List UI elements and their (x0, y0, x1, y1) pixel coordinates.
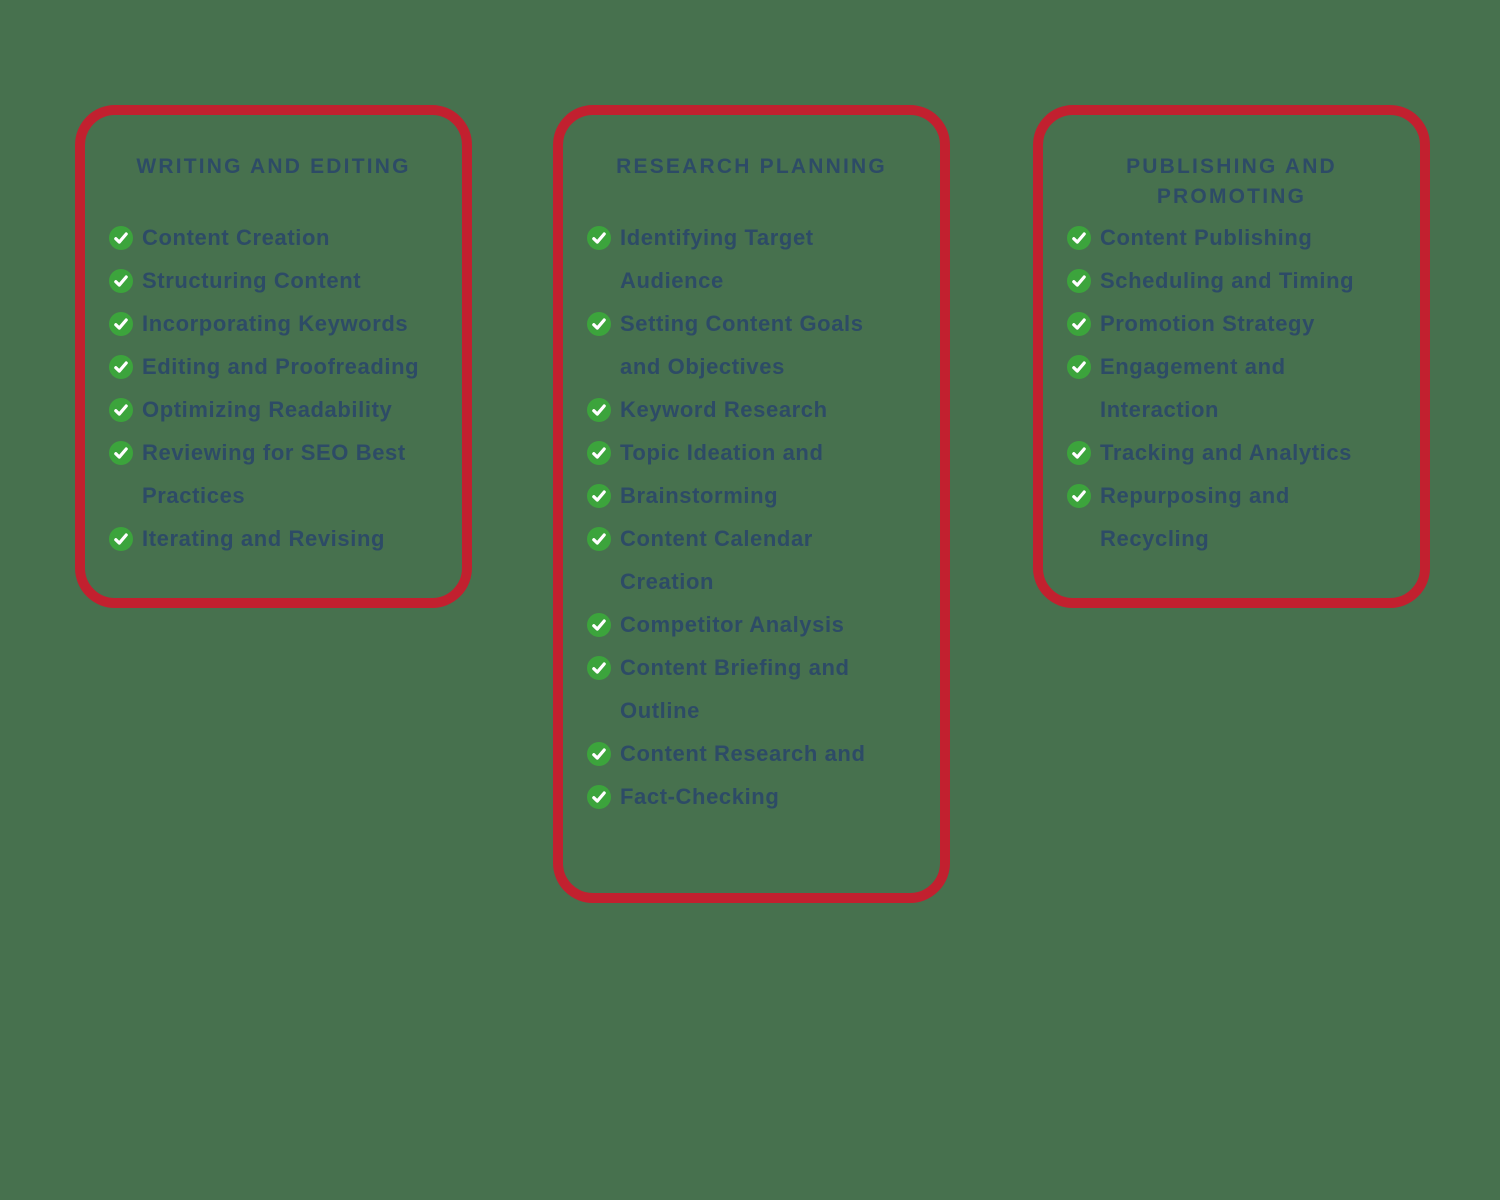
checklist-item: Identifying Target Audience (587, 216, 916, 302)
checklist-item-label: Fact-Checking (620, 784, 780, 809)
checklist-item-label: Content Creation (142, 225, 331, 250)
check-circle-icon (587, 656, 611, 680)
checklist-item: Optimizing Readability (109, 388, 438, 431)
checklist-item: Content Publishing (1067, 216, 1396, 259)
checklist-item-label: Content Calendar Creation (620, 526, 813, 594)
checklist-item-label: Iterating and Revising (142, 526, 386, 551)
checklist-item: Reviewing for SEO Best Practices (109, 431, 438, 517)
check-circle-icon (587, 484, 611, 508)
checklist-item-label: Tracking and Analytics (1100, 440, 1353, 465)
checklist-item-label: Setting Content Goals and Objectives (620, 311, 864, 379)
check-circle-icon (109, 312, 133, 336)
checklist-item-label: Identifying Target Audience (620, 225, 814, 293)
checklist-item: Content Creation (109, 216, 438, 259)
checklist-item-label: Optimizing Readability (142, 397, 393, 422)
checklist-item: Iterating and Revising (109, 517, 438, 560)
checklist-item: Content Calendar Creation (587, 517, 916, 603)
checklist-item-label: Reviewing for SEO Best Practices (142, 440, 406, 508)
checklist-item: Incorporating Keywords (109, 302, 438, 345)
checklist-item: Tracking and Analytics (1067, 431, 1396, 474)
card-title: RESEARCH PLANNING (616, 155, 887, 178)
checklist-item-label: Engagement and Interaction (1100, 354, 1286, 422)
checklist-item-label: Content Briefing and Outline (620, 655, 850, 723)
check-circle-icon (587, 226, 611, 250)
checklist-item-label: Editing and Proofreading (142, 354, 420, 379)
checklist-item: Brainstorming (587, 474, 916, 517)
check-circle-icon (587, 742, 611, 766)
check-circle-icon (587, 613, 611, 637)
card-research-planning: RESEARCH PLANNING Identifying Target Aud… (553, 105, 950, 903)
card-publishing-and-promoting: PUBLISHING AND PROMOTING Content Publish… (1033, 105, 1430, 608)
checklist-item: Setting Content Goals and Objectives (587, 302, 916, 388)
checklist-item: Topic Ideation and (587, 431, 916, 474)
check-circle-icon (1067, 441, 1091, 465)
check-circle-icon (109, 269, 133, 293)
check-circle-icon (587, 441, 611, 465)
checklist-item-label: Content Research and (620, 741, 866, 766)
checklist-item: Keyword Research (587, 388, 916, 431)
check-circle-icon (109, 398, 133, 422)
check-circle-icon (1067, 355, 1091, 379)
checklist-item-label: Repurposing and Recycling (1100, 483, 1290, 551)
checklist-item: Repurposing and Recycling (1067, 474, 1396, 560)
check-circle-icon (587, 527, 611, 551)
checklist-item: Engagement and Interaction (1067, 345, 1396, 431)
check-circle-icon (587, 398, 611, 422)
checklist-item: Promotion Strategy (1067, 302, 1396, 345)
check-circle-icon (109, 527, 133, 551)
checklist-item: Editing and Proofreading (109, 345, 438, 388)
checklist-item-label: Scheduling and Timing (1100, 268, 1355, 293)
checklist-item: Structuring Content (109, 259, 438, 302)
checklist-item-label: Brainstorming (620, 483, 779, 508)
check-circle-icon (109, 441, 133, 465)
checklist-item-label: Keyword Research (620, 397, 828, 422)
check-circle-icon (109, 355, 133, 379)
check-circle-icon (109, 226, 133, 250)
check-circle-icon (1067, 269, 1091, 293)
check-circle-icon (1067, 484, 1091, 508)
checklist-item: Competitor Analysis (587, 603, 916, 646)
card-title: PUBLISHING AND PROMOTING (1126, 155, 1337, 208)
checklist-item-label: Content Publishing (1100, 225, 1313, 250)
checklist-item: Content Briefing and Outline (587, 646, 916, 732)
checklist-item: Content Research and (587, 732, 916, 775)
card-title: WRITING AND EDITING (136, 155, 411, 178)
checklist-item: Scheduling and Timing (1067, 259, 1396, 302)
checklist-item-label: Incorporating Keywords (142, 311, 409, 336)
check-circle-icon (1067, 312, 1091, 336)
check-circle-icon (587, 785, 611, 809)
checklist-item: Fact-Checking (587, 775, 916, 818)
checklist-item-label: Structuring Content (142, 268, 362, 293)
checklist-item-label: Topic Ideation and (620, 440, 824, 465)
checklist-item-label: Competitor Analysis (620, 612, 845, 637)
check-circle-icon (1067, 226, 1091, 250)
check-circle-icon (587, 312, 611, 336)
checklist-item-label: Promotion Strategy (1100, 311, 1315, 336)
